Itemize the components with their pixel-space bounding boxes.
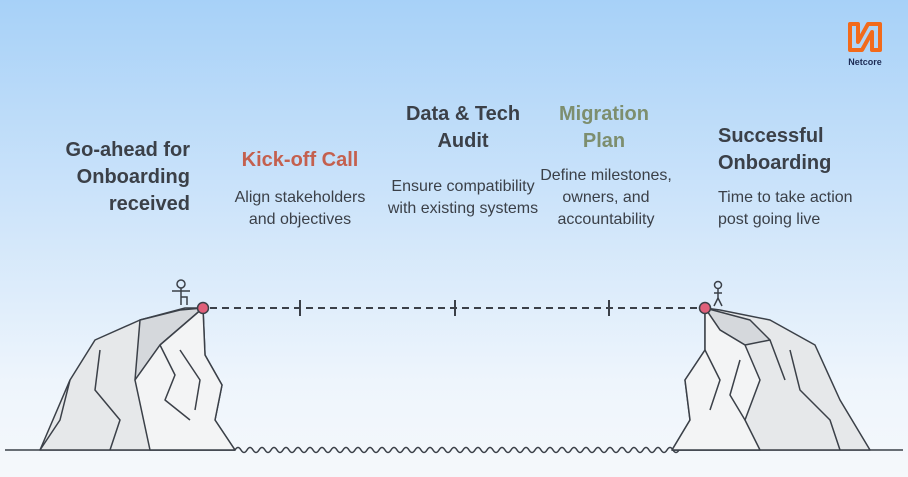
stage-3-title: Data & Tech Audit: [405, 103, 521, 152]
stage-5-description: Time to take action post going live: [718, 189, 853, 228]
netcore-logo-icon: [848, 22, 882, 52]
start-point: [196, 301, 210, 315]
stage-5-title: Successful Onboarding: [718, 125, 832, 174]
stage-4-title: Migration Plan: [559, 103, 649, 152]
end-point: [698, 301, 712, 315]
stage-2-description: Align stakeholders and objectives: [234, 189, 366, 228]
timeline-rope: [210, 300, 698, 316]
person-start-icon: [172, 279, 190, 305]
netcore-logo: Netcore: [845, 20, 885, 67]
stage-3-description: Ensure compatibility with existing syste…: [387, 178, 539, 217]
stage-2-title: Kick-off Call: [241, 149, 359, 171]
stage-4-description: Define milestones, owners, and accountab…: [540, 167, 672, 228]
person-end-icon: [713, 280, 723, 307]
left-cliff: [39, 307, 236, 451]
right-cliff: [671, 307, 871, 451]
stage-1-title: Go-ahead for Onboarding received: [65, 139, 190, 215]
brand-name: Netcore: [848, 57, 882, 67]
